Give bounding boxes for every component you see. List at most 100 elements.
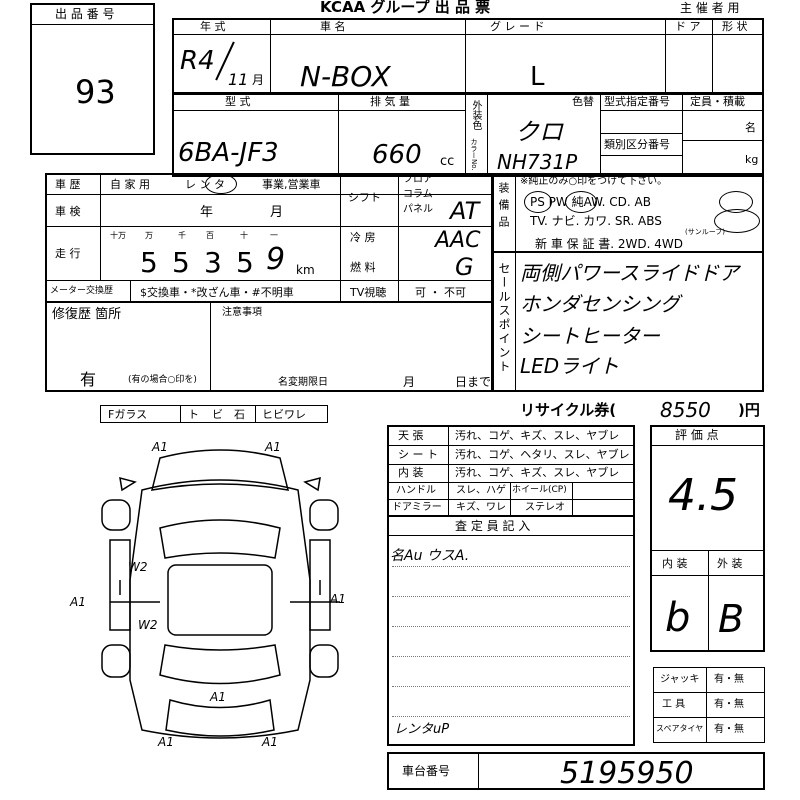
mirror-text: キズ、ワレ bbox=[456, 502, 506, 513]
month-value: 11 bbox=[228, 70, 249, 89]
recycle-label: リサイクル券( bbox=[520, 401, 617, 419]
tool-value: 有・無 bbox=[714, 674, 744, 685]
damage-mark: W2 bbox=[138, 618, 158, 632]
equipment-box bbox=[492, 173, 764, 253]
kg-unit: kg bbox=[745, 153, 759, 166]
history-option-private: 自 家 用 bbox=[110, 178, 150, 191]
model-value: 6BA-JF3 bbox=[178, 138, 279, 168]
mileage-digit-label: 一 bbox=[270, 231, 278, 240]
exterior-label: 外 装 bbox=[717, 557, 743, 570]
color-value: クロ bbox=[515, 118, 563, 146]
class-no-label: 類別区分番号 bbox=[604, 138, 670, 151]
displacement-label: 排 気 量 bbox=[370, 95, 410, 108]
inspection-month-unit: 月 bbox=[270, 205, 284, 220]
handle-label: ハンドル bbox=[396, 485, 436, 496]
repair-box bbox=[45, 302, 493, 392]
evaluation-label: 評 価 点 bbox=[675, 428, 719, 442]
damage-mark: A1 bbox=[265, 440, 281, 454]
model-label: 型 式 bbox=[225, 95, 251, 108]
tool-label: スペアタイヤ bbox=[656, 724, 704, 733]
equipment-row-2: TV. ナビ. カワ. SR. ABS bbox=[530, 214, 662, 228]
car-name-label: 車 名 bbox=[320, 20, 346, 33]
inspector-note: 名Au ウスA. bbox=[390, 548, 470, 564]
grade-value: L bbox=[530, 62, 545, 92]
tool-value: 有・無 bbox=[714, 724, 744, 735]
person-unit: 名 bbox=[745, 121, 756, 134]
equipment-label: 装備品 bbox=[497, 182, 510, 233]
recycle-unit: )円 bbox=[738, 401, 760, 419]
shift-label: シフト bbox=[348, 191, 381, 204]
organizer-label: 主 催 者 用 bbox=[680, 1, 740, 15]
month-unit: 月 bbox=[252, 73, 265, 87]
glass-item: 石 bbox=[234, 408, 245, 421]
evaluation-score: 4.5 bbox=[668, 470, 738, 521]
chassis-box bbox=[387, 752, 765, 790]
lot-number-box bbox=[30, 3, 155, 155]
repair-note: (有の場合○印を) bbox=[128, 375, 197, 385]
damage-mark: A1 bbox=[152, 440, 168, 454]
history-option-business: 事業,営業車 bbox=[262, 178, 321, 191]
recycle-value: 8550 bbox=[660, 398, 711, 422]
color-no-label: カラーNo. bbox=[470, 138, 478, 171]
sales-point-line: 両側パワースライドドア bbox=[520, 261, 739, 285]
glass-item: ビ bbox=[212, 408, 223, 421]
caution-label: 注意事項 bbox=[222, 307, 262, 318]
exterior-grade: B bbox=[718, 597, 745, 641]
color-change-label: 色替 bbox=[572, 95, 594, 108]
handle-text: スレ、ハゲ bbox=[456, 485, 506, 496]
sales-point-line: ホンダセンシング bbox=[520, 292, 680, 316]
condition-row-text: 汚れ、コゲ、キズ、スレ、ヤブレ bbox=[455, 466, 620, 479]
sheet-title: KCAA グループ 出 品 票 bbox=[320, 0, 491, 16]
fuel-value: G bbox=[455, 253, 474, 281]
lot-number-label: 出 品 番 号 bbox=[55, 7, 115, 21]
deadline-month: 月 bbox=[403, 375, 416, 389]
inspection-label: 車 検 bbox=[55, 205, 81, 218]
history-label: 車 歴 bbox=[55, 178, 81, 191]
damage-mark: A1 bbox=[210, 690, 226, 704]
grade-label: グ レ ー ド bbox=[490, 20, 545, 33]
inspector-note: レンタuP bbox=[394, 722, 450, 737]
door-label: ド ア bbox=[675, 20, 701, 33]
mileage-digit: 9 bbox=[266, 242, 286, 277]
damage-mark: A1 bbox=[262, 735, 278, 749]
inspection-year-unit: 年 bbox=[200, 205, 214, 220]
color-code: NH731P bbox=[497, 150, 578, 174]
mirror-label: ドアミラー bbox=[392, 502, 442, 513]
model-table bbox=[172, 93, 764, 177]
evaluation-box bbox=[650, 425, 765, 652]
mileage-digit: 5 bbox=[172, 246, 190, 279]
mileage-digit: 5 bbox=[236, 246, 254, 279]
capacity-label: 定員・積載 bbox=[690, 95, 745, 108]
mileage-digit: 5 bbox=[140, 246, 158, 279]
meter-options: $交換車・*改ざん車・#不明車 bbox=[140, 286, 294, 299]
sunroof-note: (サンルーフ) bbox=[685, 228, 726, 236]
tool-label: 工 具 bbox=[662, 699, 686, 710]
mileage-digit-label: 万 bbox=[145, 231, 153, 240]
mileage-digit-label: 百 bbox=[206, 231, 214, 240]
condition-row-label: 天 張 bbox=[398, 429, 424, 442]
meter-label: メーター交換歴 bbox=[50, 286, 114, 296]
car-name-value: N-BOX bbox=[300, 60, 391, 93]
year-label: 年 式 bbox=[200, 20, 226, 33]
chassis-number: 5195950 bbox=[560, 756, 694, 791]
repair-value: 有 bbox=[80, 370, 97, 389]
lot-number: 93 bbox=[75, 73, 116, 111]
tv-label: TV視聴 bbox=[350, 286, 387, 299]
mileage-unit: km bbox=[296, 263, 315, 277]
deadline-label: 名変期限日 bbox=[278, 377, 328, 388]
sales-point-label: セールスポイント bbox=[497, 262, 511, 374]
abs-circle bbox=[714, 209, 760, 233]
damage-mark: A1 bbox=[158, 735, 174, 749]
ps-circle bbox=[524, 191, 552, 213]
tv-options: 可 ・ 不可 bbox=[415, 286, 466, 299]
glass-label: Fガラス bbox=[108, 408, 148, 421]
tool-value: 有・無 bbox=[714, 699, 744, 710]
mileage-digit-label: 千 bbox=[178, 231, 186, 240]
damage-mark: A1 bbox=[330, 592, 346, 606]
shift-column: コラム bbox=[403, 189, 433, 200]
condition-row-text: 汚れ、コゲ、ヘタリ、スレ、ヤブレ bbox=[455, 448, 630, 461]
equipment-row-3: 新 車 保 証 書. 2WD. 4WD bbox=[535, 237, 683, 251]
mileage-digit: 3 bbox=[204, 246, 222, 279]
equipment-note: ※純正のみ○印をつけて下さい。 bbox=[520, 176, 668, 187]
shift-value: AT bbox=[450, 197, 480, 225]
